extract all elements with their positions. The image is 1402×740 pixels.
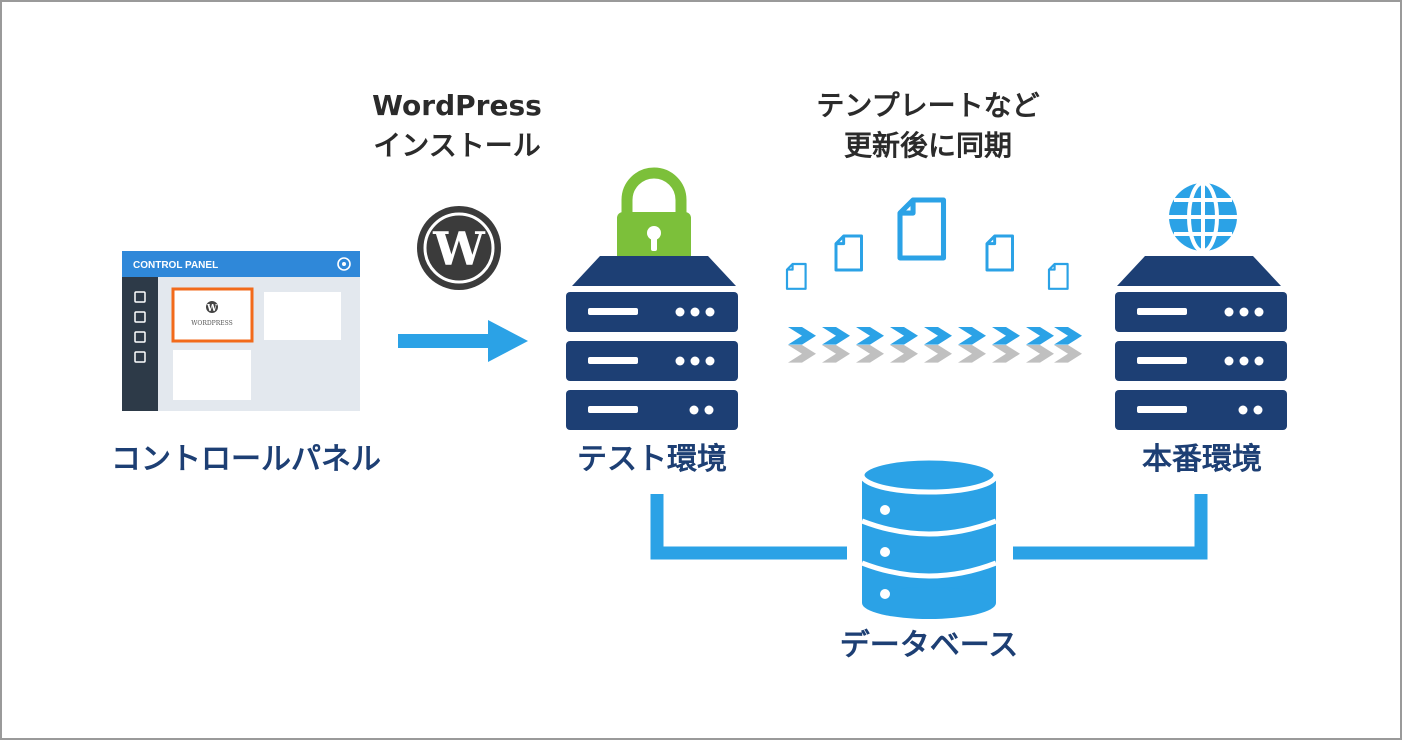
- install-step-line2: インストール: [373, 129, 541, 162]
- wordpress-tile: [171, 287, 254, 343]
- document-icon: [785, 262, 807, 290]
- document-icon: [1047, 262, 1069, 290]
- empty-tile: [264, 292, 341, 340]
- chevron-right-icon: [924, 345, 952, 363]
- test-server-icon: [566, 167, 738, 430]
- production-server-icon: [1115, 181, 1287, 430]
- globe-icon: [1169, 181, 1237, 253]
- chevron-right-icon: [890, 327, 918, 345]
- chevron-right-icon: [890, 345, 918, 363]
- document-icon: [834, 234, 863, 272]
- arrow-right-icon: [398, 320, 528, 362]
- chevron-right-icon: [856, 345, 884, 363]
- wordpress-logo-icon: W: [417, 206, 501, 290]
- chevron-sync-arrows: [788, 327, 1082, 363]
- document-icon: [900, 200, 944, 258]
- chevron-right-icon: [1054, 345, 1082, 363]
- chevron-right-icon: [958, 327, 986, 345]
- chevron-right-icon: [958, 345, 986, 363]
- chevron-right-icon: [1026, 327, 1054, 345]
- test-env-label: テスト環境: [577, 442, 727, 477]
- chevron-right-icon: [822, 345, 850, 363]
- sync-step-label: テンプレートなど 更新後に同期: [798, 86, 1058, 166]
- svg-text:W: W: [432, 222, 486, 276]
- chevron-right-icon: [788, 345, 816, 363]
- database-label: データベース: [839, 628, 1019, 663]
- svg-text:W: W: [206, 304, 218, 314]
- chevron-row-gray: [788, 345, 1082, 363]
- control-panel-label: コントロールパネル: [111, 442, 381, 477]
- chevron-right-icon: [1026, 345, 1054, 363]
- control-panel-window: CONTROL PANEL W WORDPRESS: [122, 251, 360, 411]
- document-icons: [785, 200, 1069, 290]
- control-panel-sidebar: [122, 277, 158, 411]
- prod-env-label: 本番環境: [1142, 442, 1262, 477]
- database-connector-lines: [650, 494, 1208, 560]
- chevron-right-icon: [1054, 327, 1082, 345]
- chevron-row-blue: [788, 327, 1082, 345]
- chevron-right-icon: [856, 327, 884, 345]
- chevron-right-icon: [992, 345, 1020, 363]
- database-icon: [859, 455, 999, 619]
- control-panel-header-text: CONTROL PANEL: [133, 260, 218, 271]
- install-step-line1: WordPress: [372, 89, 542, 122]
- sync-step-line2: 更新後に同期: [843, 129, 1012, 162]
- wordpress-small-logo-icon: W: [206, 301, 218, 314]
- chevron-right-icon: [788, 327, 816, 345]
- install-step-label: WordPress インストール: [357, 86, 557, 166]
- document-icon: [985, 234, 1014, 272]
- wordpress-tile-text: WORDPRESS: [191, 320, 232, 327]
- chevron-right-icon: [992, 327, 1020, 345]
- sidebar-checkboxes: [134, 291, 146, 363]
- sync-step-line1: テンプレートなど: [816, 89, 1040, 122]
- panel-settings-icon: [337, 257, 351, 271]
- empty-tile: [173, 350, 251, 400]
- lock-icon: [617, 167, 691, 264]
- chevron-right-icon: [924, 327, 952, 345]
- control-panel-header: [122, 251, 360, 277]
- chevron-right-icon: [822, 327, 850, 345]
